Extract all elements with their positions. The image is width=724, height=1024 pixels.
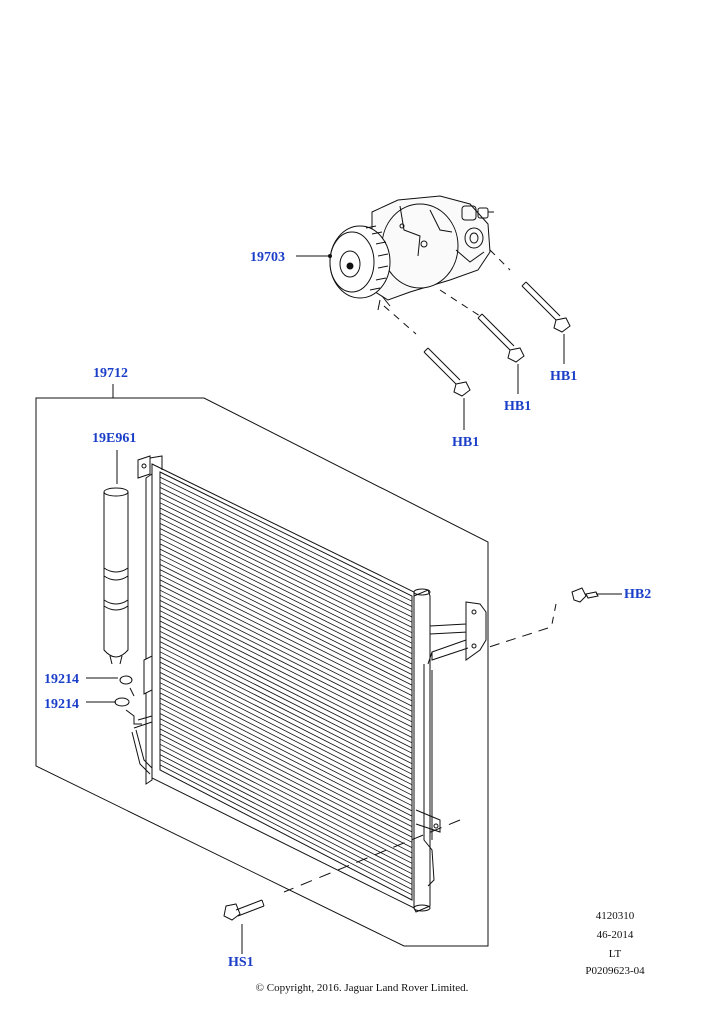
condenser-fin — [159, 589, 413, 717]
condenser-fin — [159, 528, 413, 655]
callout-19712[interactable]: 19712 — [93, 366, 128, 381]
condenser-fin — [159, 548, 413, 675]
condenser-fin — [159, 641, 413, 770]
condenser-fin — [159, 646, 413, 775]
condenser-fin — [159, 615, 413, 744]
condenser-fin — [159, 533, 413, 660]
condenser-fin — [159, 558, 413, 686]
condenser-fin — [159, 543, 413, 670]
callout-hs1[interactable]: HS1 — [228, 955, 254, 970]
condenser-fin — [159, 718, 413, 848]
callout-hb1-right[interactable]: HB1 — [550, 369, 578, 384]
condenser-fin — [159, 579, 413, 707]
part-reference-code: P0209623-04 — [585, 965, 645, 977]
illustration-code: 4120310 — [595, 910, 635, 922]
condenser-fin — [159, 481, 413, 607]
condenser-fin — [159, 713, 413, 843]
condenser-fin — [159, 630, 413, 759]
condenser-fin — [159, 507, 413, 634]
condenser-fin — [159, 625, 413, 754]
condenser-fin — [159, 702, 413, 833]
condenser-fin — [159, 523, 413, 649]
condenser-fin — [159, 487, 413, 613]
condenser-fin — [159, 600, 413, 728]
condenser-fin — [159, 738, 413, 869]
condenser-fin — [159, 476, 413, 602]
condenser-fin — [159, 749, 413, 880]
callout-hb2[interactable]: HB2 — [624, 587, 652, 602]
condenser-fin — [159, 538, 413, 665]
condenser-fin — [159, 697, 413, 827]
condenser-fin — [159, 666, 413, 796]
condenser-fin — [159, 610, 413, 738]
condenser-fin — [159, 707, 413, 838]
condenser-fin — [159, 743, 413, 875]
region-code: LT — [608, 948, 622, 960]
condenser-fin — [159, 661, 413, 791]
callout-hb1-left[interactable]: HB1 — [452, 435, 480, 450]
condenser-fin — [159, 502, 413, 628]
compressor-drawing — [296, 195, 494, 311]
condenser-fin — [159, 569, 413, 696]
condenser-fin — [159, 723, 413, 854]
bolts-hb1-drawing — [383, 249, 571, 430]
condenser-fin — [159, 620, 413, 749]
condenser-fin — [159, 687, 413, 817]
condenser-fin — [159, 512, 413, 639]
condenser-fin — [159, 497, 413, 623]
condenser-fin — [159, 656, 413, 786]
callout-hb1-middle[interactable]: HB1 — [504, 399, 532, 414]
condenser-fin — [159, 692, 413, 822]
condenser-fin — [159, 584, 413, 712]
condenser-fin — [159, 651, 413, 780]
condenser-fin — [159, 594, 413, 723]
condenser-fin — [159, 677, 413, 807]
condenser-fin — [159, 636, 413, 765]
bolt-hs1-drawing — [223, 819, 461, 954]
callout-19214-upper[interactable]: 19214 — [44, 672, 79, 687]
condenser-assembly-outline — [35, 384, 489, 947]
condenser-fin — [159, 672, 413, 801]
condenser-fin — [159, 764, 413, 896]
condenser-fin — [159, 574, 413, 702]
callout-19214-lower[interactable]: 19214 — [44, 697, 79, 712]
condenser-fin — [159, 682, 413, 812]
condenser-fin — [159, 564, 413, 691]
condenser-fin — [159, 492, 413, 618]
condenser-core-drawing — [131, 455, 487, 913]
condenser-fin — [159, 605, 413, 733]
receiver-drier-drawing — [86, 450, 142, 725]
condenser-fin — [159, 728, 413, 859]
condenser-fin — [159, 759, 413, 890]
condenser-fin — [159, 517, 413, 644]
condenser-fin — [159, 754, 413, 885]
callout-19e961[interactable]: 19E961 — [92, 431, 137, 446]
callout-19703[interactable]: 19703 — [250, 250, 285, 265]
condenser-fin — [159, 733, 413, 864]
date-code: 46-2014 — [596, 929, 634, 941]
condenser-fin — [159, 553, 413, 681]
bolt-hb2-drawing — [485, 587, 622, 649]
copyright-notice: © Copyright, 2016. Jaguar Land Rover Lim… — [255, 982, 469, 994]
